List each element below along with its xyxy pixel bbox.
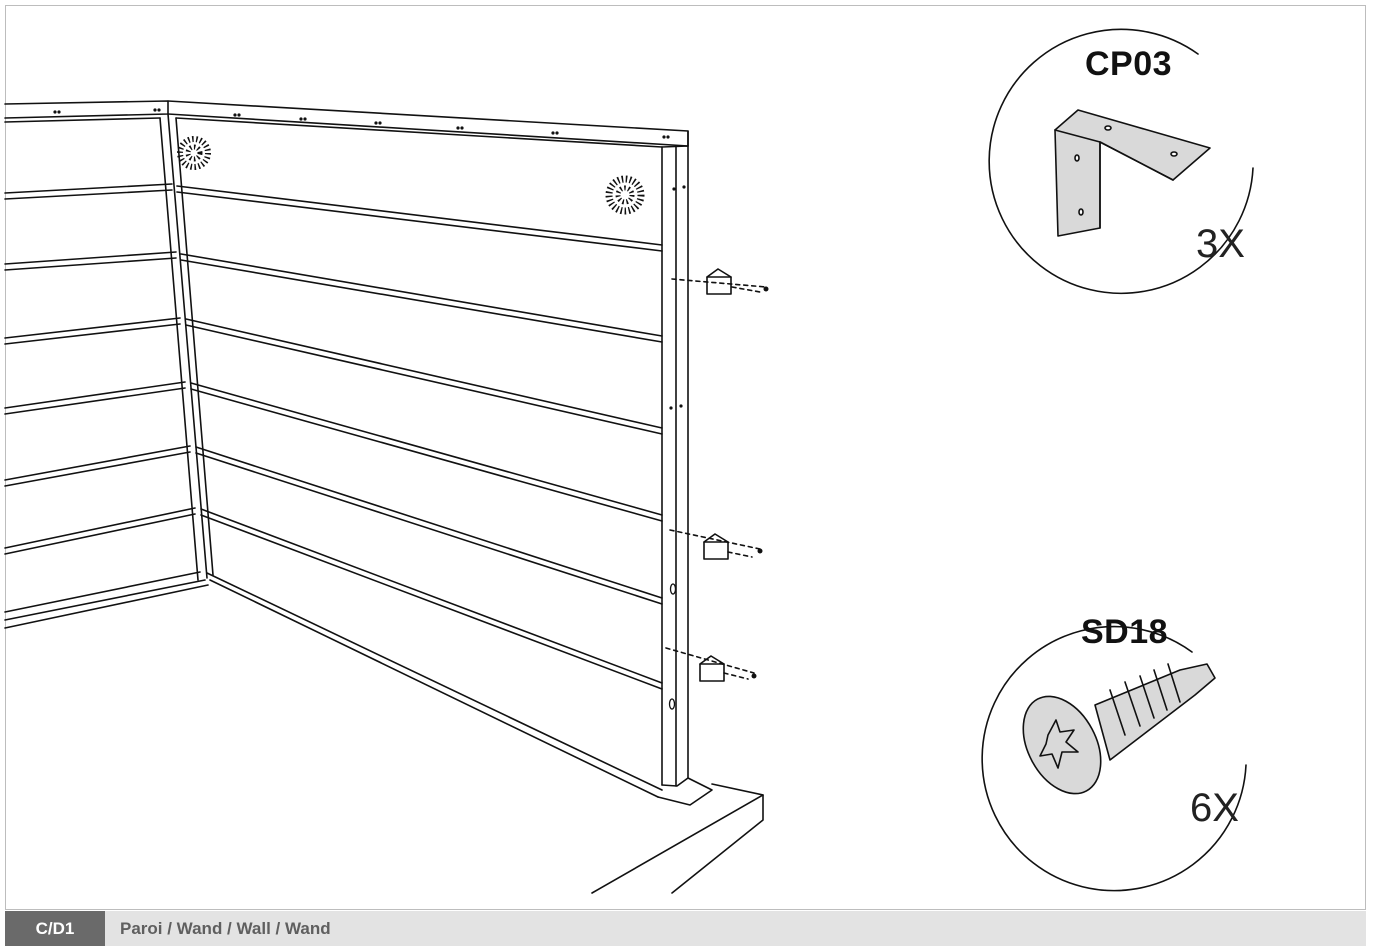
rivet-dots [53, 108, 769, 679]
cp03-callout-circle [988, 28, 1254, 295]
vent-left [177, 136, 211, 170]
bracket-middle [669, 529, 761, 560]
self-drilling-screw-icon [1022, 663, 1216, 795]
bracket-bottom [665, 647, 755, 682]
sd18-part-code: SD18 [1081, 613, 1169, 651]
angle-bracket-icon [1054, 109, 1211, 237]
step-title: Paroi / Wand / Wall / Wand [120, 919, 331, 938]
sd18-quantity: 6X [1190, 786, 1239, 830]
page-frame [5, 5, 1366, 910]
bracket-top [671, 268, 767, 295]
back-wall-panel [167, 100, 713, 806]
left-wall-panel [4, 100, 209, 629]
foundation-slab [591, 783, 764, 894]
step-footer: C/D1 Paroi / Wand / Wall / Wand [5, 911, 1366, 946]
vent-right [605, 175, 645, 215]
cp03-quantity: 3X [1196, 222, 1245, 266]
sd18-callout-circle [981, 625, 1247, 892]
step-code-badge: C/D1 [5, 911, 105, 946]
cp03-part-code: CP03 [1085, 45, 1173, 83]
